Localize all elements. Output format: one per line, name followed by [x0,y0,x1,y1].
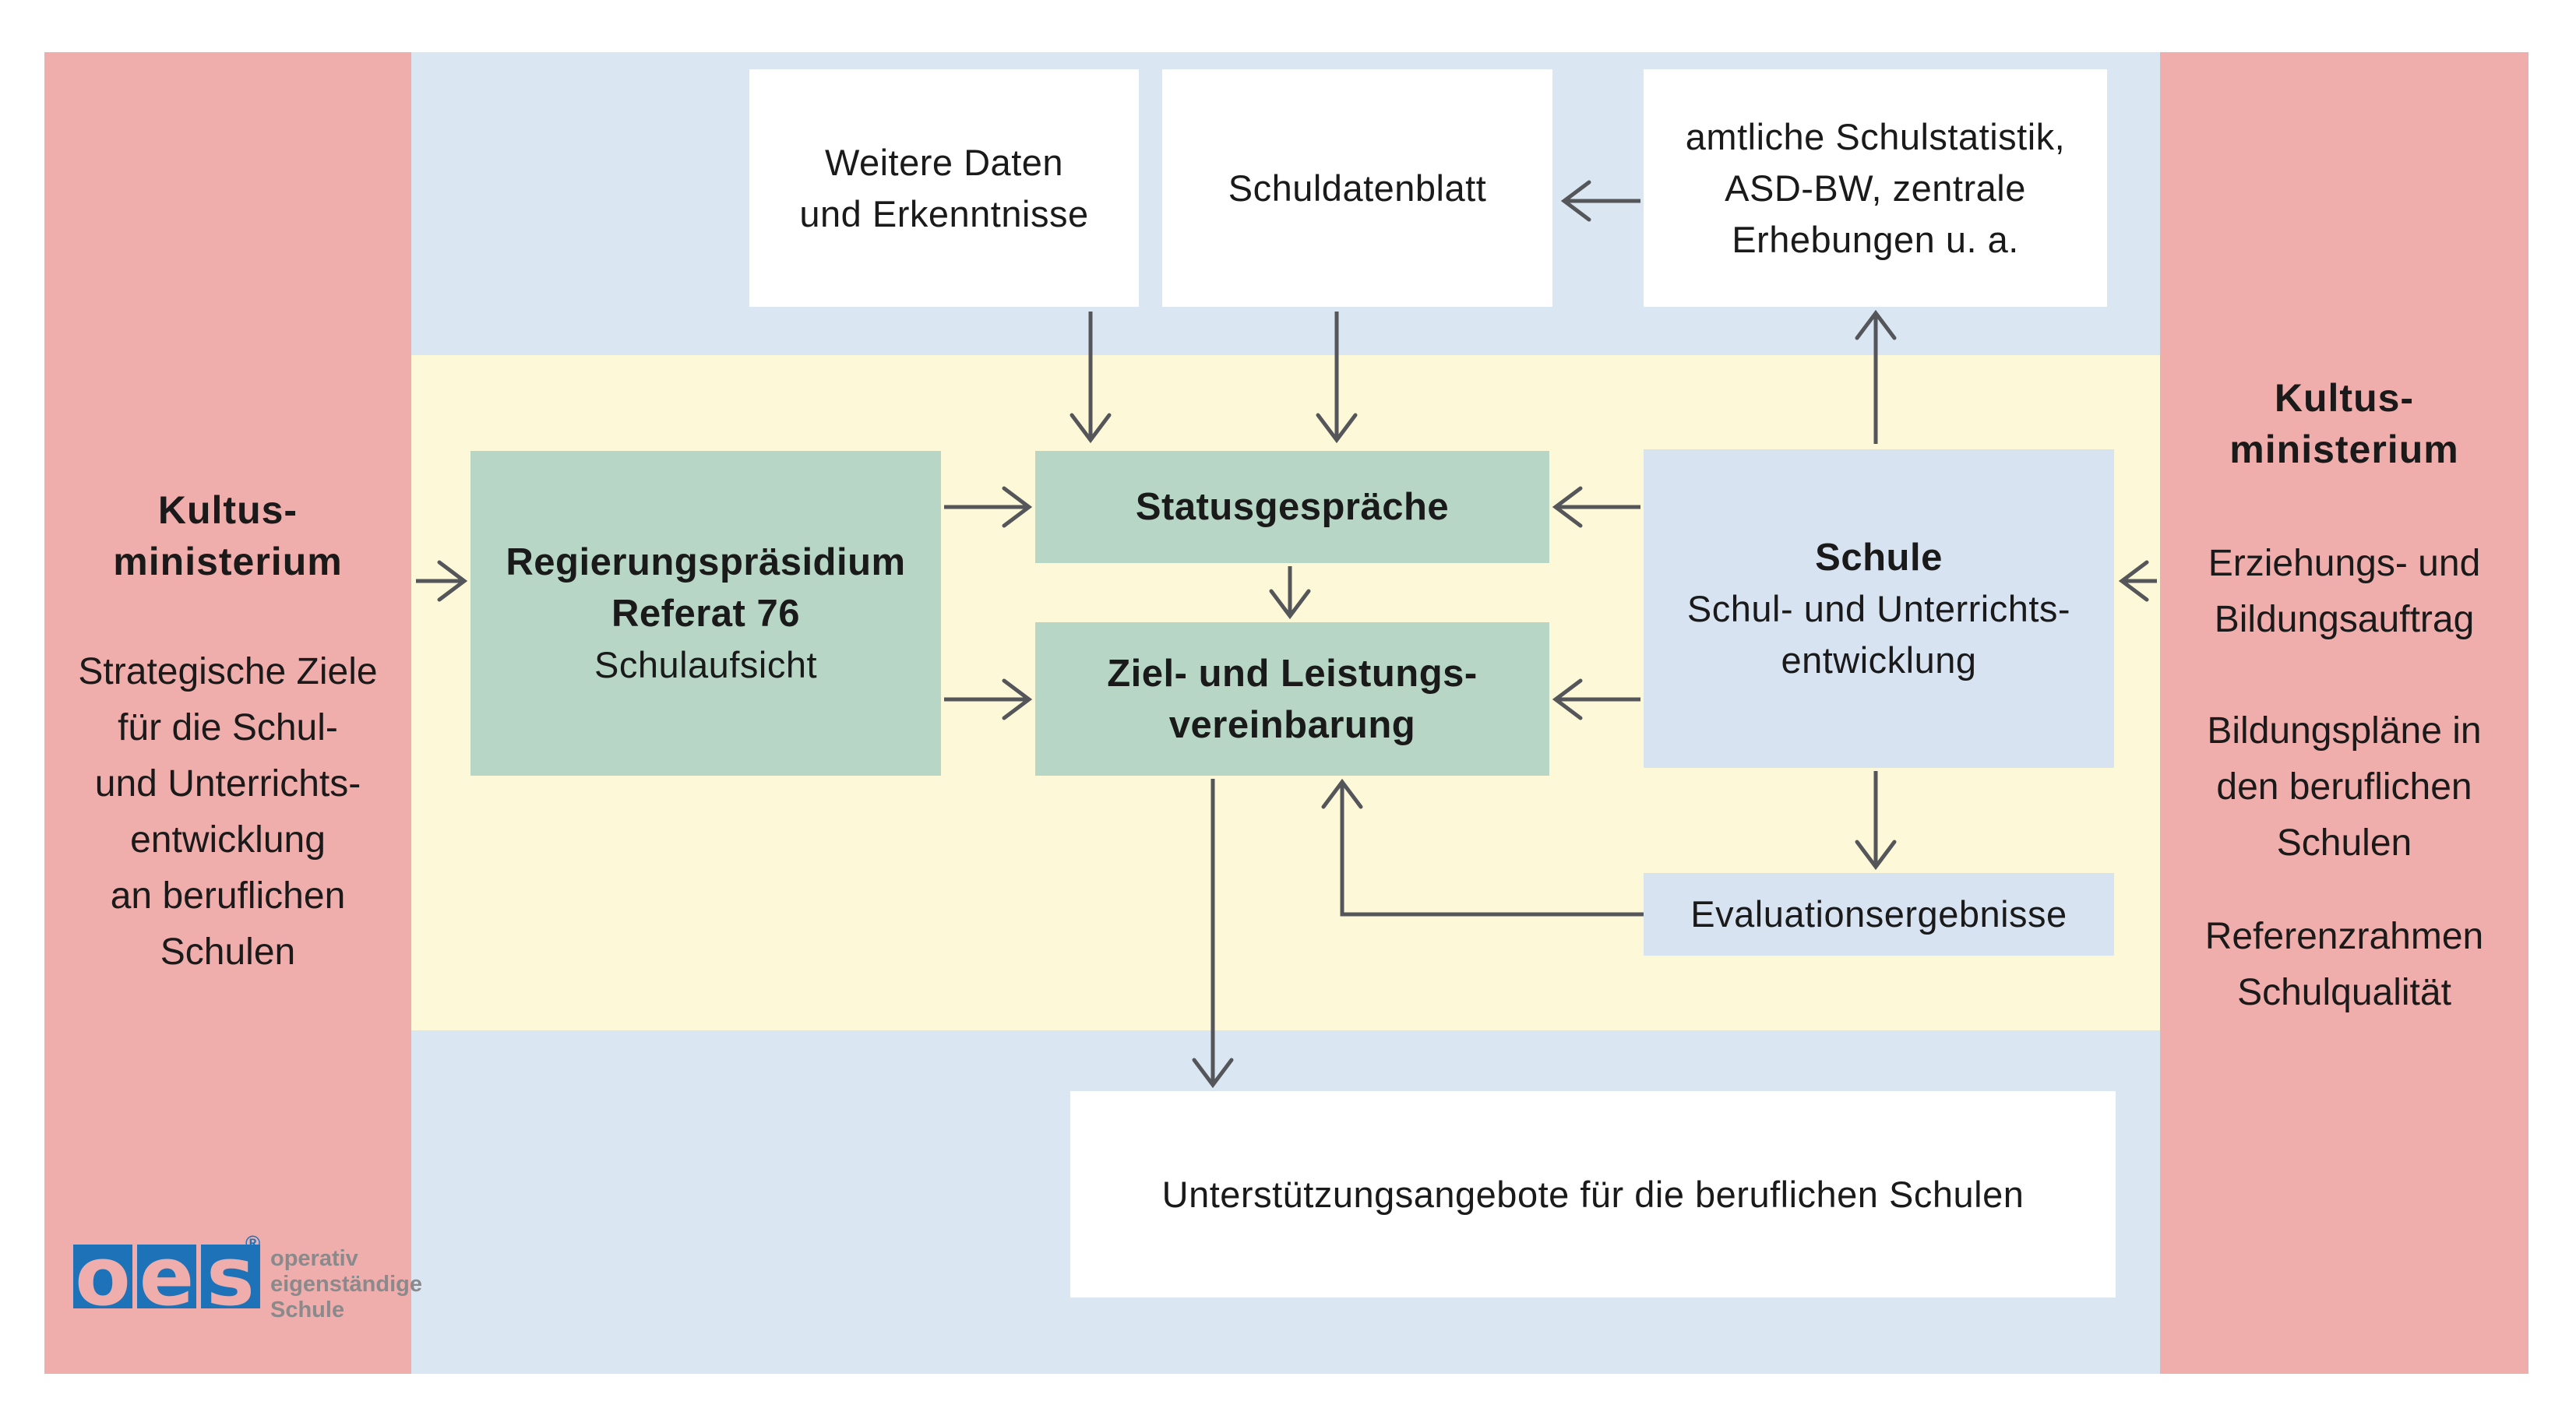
weitere-daten-box: Weitere Daten und Erkenntnisse [749,69,1139,307]
weitere-daten-line: und Erkenntnisse [799,192,1089,234]
oes-logo-letter: o [75,1245,131,1308]
left-panel-body-line: und Unterrichts- [94,763,361,805]
schulstatistik-box: amtliche Schulstatistik, ASD-BW, zentral… [1644,69,2107,307]
unterstuetzungsangebote-box: Unterstützungsangebote für die beruflich… [1070,1091,2116,1297]
left-panel-body-line: Schulen [160,931,296,973]
left-panel-title-line: Kultus- [157,488,298,532]
registered-trademark-icon: ® [245,1231,261,1255]
right-panel-para2: Bildungspläne in den beruflichen Schulen [2160,703,2528,871]
oes-logo-letter: s [206,1245,255,1308]
statusgespraeche-box: Statusgespräche [1035,451,1549,563]
left-panel-body-line: an beruflichen [110,875,346,917]
right-panel-text-line: Referenzrahmen [2204,916,2484,957]
right-panel-text-line: Bildungsauftrag [2214,599,2475,640]
right-panel-title-line: ministerium [2229,428,2459,471]
oes-tagline-line: Schule [270,1297,345,1322]
unterstuetzungsangebote-line: Unterstützungsangebote für die beruflich… [1161,1173,2025,1215]
schule-box: Schule Schul- und Unterrichts- entwicklu… [1644,449,2114,768]
oes-logo-tile-e: e [137,1245,196,1308]
evaluationsergebnisse-line: Evaluationsergebnisse [1690,893,2067,935]
regierungspraesidium-line: Referat 76 [611,592,800,635]
left-panel-body-line: entwicklung [130,819,326,861]
schuldatenblatt-line: Schuldatenblatt [1228,167,1487,209]
right-panel-text-line: den beruflichen [2216,766,2472,808]
oes-tagline-line: eigenständige [270,1272,422,1297]
left-panel-body: Strategische Ziele für die Schul- und Un… [44,644,411,981]
oes-logo-tagline: operativ eigenständige Schule [270,1246,422,1323]
right-panel-para3: Referenzrahmen Schulqualität [2160,909,2528,1021]
left-kultusministerium-panel: Kultus- ministerium Strategische Ziele f… [44,52,422,1374]
regierungspraesidium-line: Regierungspräsidium [506,540,906,583]
schulstatistik-line: Erhebungen u. a. [1732,218,2019,260]
oes-logo-tile-s: s [201,1245,260,1308]
right-panel-text-line: Schulen [2276,822,2412,864]
statusgespraeche-line: Statusgespräche [1135,486,1450,528]
right-panel-title: Kultus- ministerium [2160,372,2528,475]
schulstatistik-line: ASD-BW, zentrale [1725,167,2026,209]
right-panel-para1: Erziehungs- und Bildungsauftrag [2160,536,2528,648]
right-panel-text-line: Erziehungs- und [2208,543,2481,584]
schulstatistik-line: amtliche Schulstatistik, [1685,115,2066,157]
ziel-leistungsvereinbarung-line: vereinbarung [1168,703,1416,746]
left-panel-title-line: ministerium [113,540,343,583]
right-panel-text-line: Schulqualität [2237,972,2451,1013]
regierungspraesidium-line: Schulaufsicht [594,643,818,685]
evaluationsergebnisse-box: Evaluationsergebnisse [1644,873,2114,956]
right-kultusministerium-panel: Kultus- ministerium Erziehungs- und Bild… [2160,52,2528,1374]
oes-logo-letter: e [139,1245,195,1308]
regierungspraesidium-box: Regierungspräsidium Referat 76 Schulaufs… [470,451,941,776]
right-panel-title-line: Kultus- [2274,376,2415,420]
oes-tagline-line: operativ [270,1246,358,1271]
left-panel-body-line: Strategische Ziele [78,651,378,692]
schule-line: Schule [1815,536,1943,579]
left-panel-title: Kultus- ministerium [44,484,411,587]
ziel-leistungsvereinbarung-box: Ziel- und Leistungs- vereinbarung [1035,622,1549,776]
left-panel-body-line: für die Schul- [118,707,338,748]
weitere-daten-line: Weitere Daten [824,141,1064,183]
right-panel-text-line: Bildungspläne in [2207,710,2482,752]
schule-line: entwicklung [1781,639,1977,681]
schule-line: Schul- und Unterrichts- [1686,587,2071,629]
oes-logo-tile-o: o [73,1245,132,1308]
schuldatenblatt-box: Schuldatenblatt [1162,69,1552,307]
ziel-leistungsvereinbarung-line: Ziel- und Leistungs- [1107,652,1478,695]
